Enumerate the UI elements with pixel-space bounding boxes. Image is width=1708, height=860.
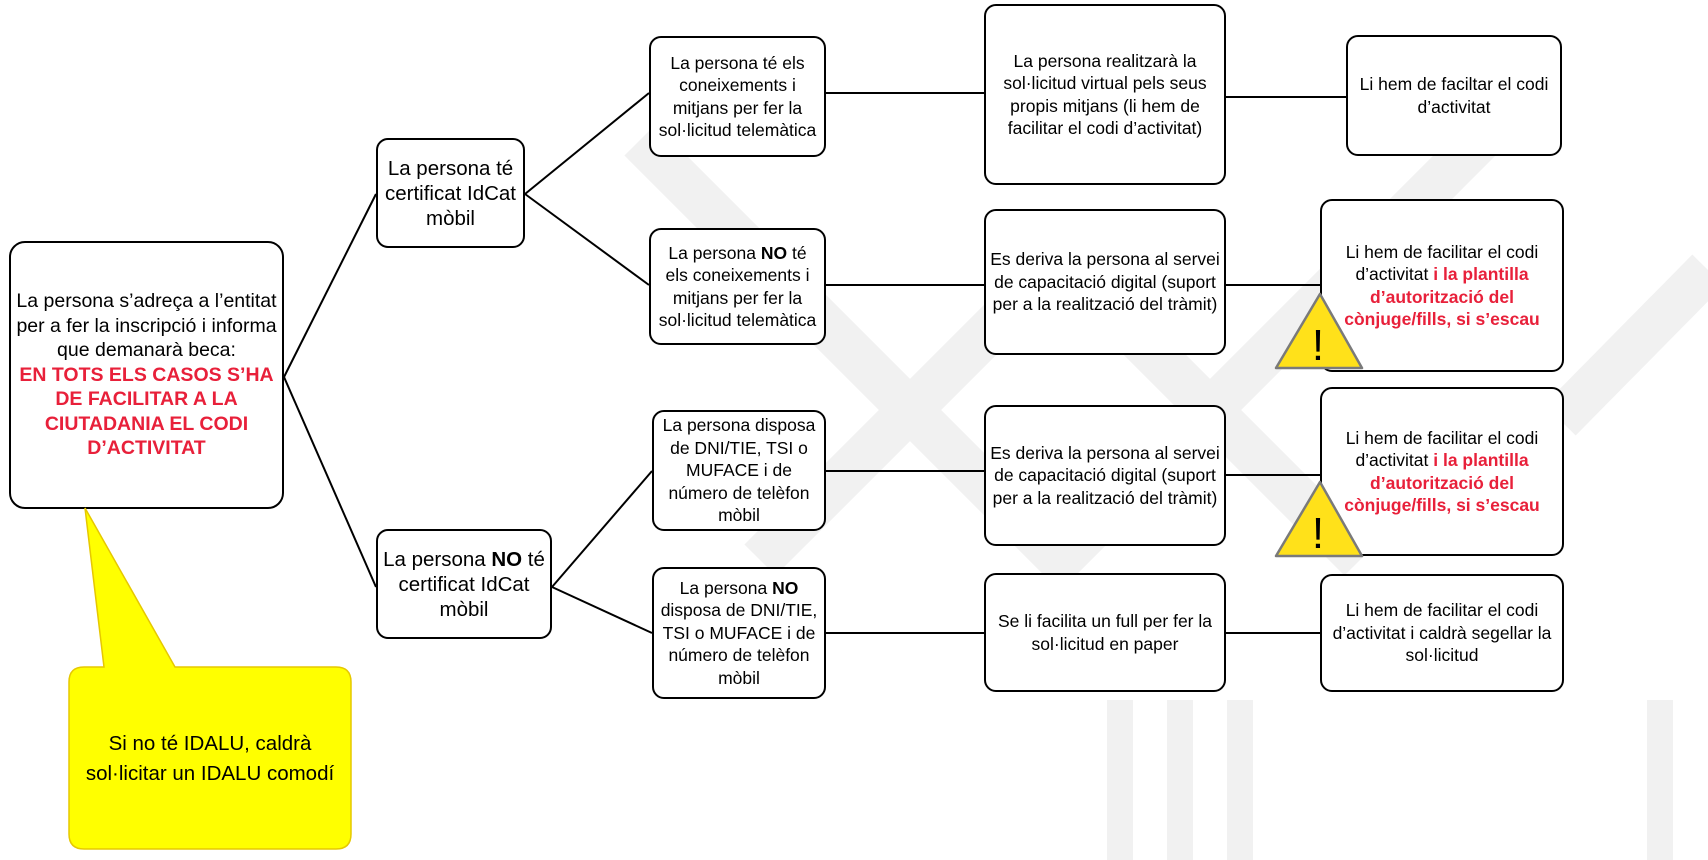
- action-derive-digital-2: Es deriva la persona al servei de capaci…: [984, 405, 1226, 546]
- action-derive-digital-1: Es deriva la persona al servei de capaci…: [984, 209, 1226, 355]
- condition-no-dni: La persona NO disposa de DNI/TIE, TSI o …: [652, 567, 826, 699]
- action-virtual-request-text: La persona realitzarà la sol·licitud vir…: [1003, 50, 1207, 139]
- warning-icon: !: [1274, 292, 1364, 370]
- action-virtual-request: La persona realitzarà la sol·licitud vir…: [984, 4, 1226, 185]
- result-code-and-template-1: Li hem de facilitar el codi d’activitat …: [1320, 199, 1564, 372]
- root-highlight-text: EN TOTS ELS CASOS S’HA DE FACILITAR A LA…: [19, 363, 274, 460]
- root-node: La persona s’adreça a l’entitat per a fe…: [9, 241, 284, 509]
- result-code-and-seal-text: Li hem de facilitar el codi d’activitat …: [1332, 600, 1552, 666]
- action-paper-form: Se li facilita un full per fer la sol·li…: [984, 573, 1226, 692]
- warning-glyph: !: [1312, 509, 1324, 558]
- branch-has-certificate: La persona té certificat IdCat mòbil: [376, 138, 525, 248]
- result-template-2-red: i la plantilla d’autorització del cònjug…: [1344, 450, 1540, 515]
- result-activity-code-text: Li hem de faciltar el codi d’activitat: [1359, 74, 1549, 117]
- branch-no-certificate: La persona NO té certificat IdCat mòbil: [376, 529, 552, 639]
- condition-no-dni-no: NO: [772, 577, 799, 598]
- action-derive-digital-1-text: Es deriva la persona al servei de capaci…: [990, 249, 1220, 315]
- condition-has-knowledge: La persona té els coneixements i mitjans…: [649, 36, 826, 157]
- warning-icon: !: [1274, 480, 1364, 558]
- result-activity-code: Li hem de faciltar el codi d’activitat: [1346, 35, 1562, 156]
- condition-has-dni: La persona disposa de DNI/TIE, TSI o MUF…: [652, 410, 826, 531]
- condition-no-knowledge-post: té els coneixements i mitjans per fer la…: [658, 242, 817, 331]
- condition-has-dni-text: La persona disposa de DNI/TIE, TSI o MUF…: [662, 415, 816, 526]
- result-code-and-seal: Li hem de facilitar el codi d’activitat …: [1320, 574, 1564, 692]
- branch-no-certificate-post: té certificat IdCat mòbil: [398, 547, 545, 621]
- condition-no-dni-post: disposa de DNI/TIE, TSI o MUFACE i de nú…: [660, 600, 818, 688]
- condition-no-knowledge-no: NO: [760, 242, 788, 263]
- result-code-and-template-2: Li hem de facilitar el codi d’activitat …: [1320, 387, 1564, 556]
- branch-no-certificate-pre: La persona: [383, 547, 492, 571]
- root-intro-text: La persona s’adreça a l’entitat per a fe…: [16, 290, 277, 362]
- action-paper-form-text: Se li facilita un full per fer la sol·li…: [998, 611, 1212, 654]
- result-template-1-normal: Li hem de facilitar el codi d’activitat: [1345, 241, 1539, 285]
- condition-no-knowledge: La persona NO té els coneixements i mitj…: [649, 228, 826, 345]
- condition-no-dni-pre: La persona: [679, 577, 773, 598]
- action-derive-digital-2-text: Es deriva la persona al servei de capaci…: [990, 442, 1220, 508]
- condition-has-knowledge-text: La persona té els coneixements i mitjans…: [658, 52, 817, 141]
- callout-text: Si no té IDALU, caldrà sol·licitar un ID…: [85, 732, 335, 785]
- branch-has-certificate-text: La persona té certificat IdCat mòbil: [384, 156, 517, 230]
- condition-no-knowledge-pre: La persona: [668, 242, 761, 263]
- result-template-2-normal: Li hem de facilitar el codi d’activitat: [1345, 427, 1539, 471]
- warning-glyph: !: [1312, 321, 1324, 370]
- branch-no-certificate-no: NO: [491, 547, 523, 571]
- result-template-1-red: i la plantilla d’autorització del cònjug…: [1344, 264, 1540, 329]
